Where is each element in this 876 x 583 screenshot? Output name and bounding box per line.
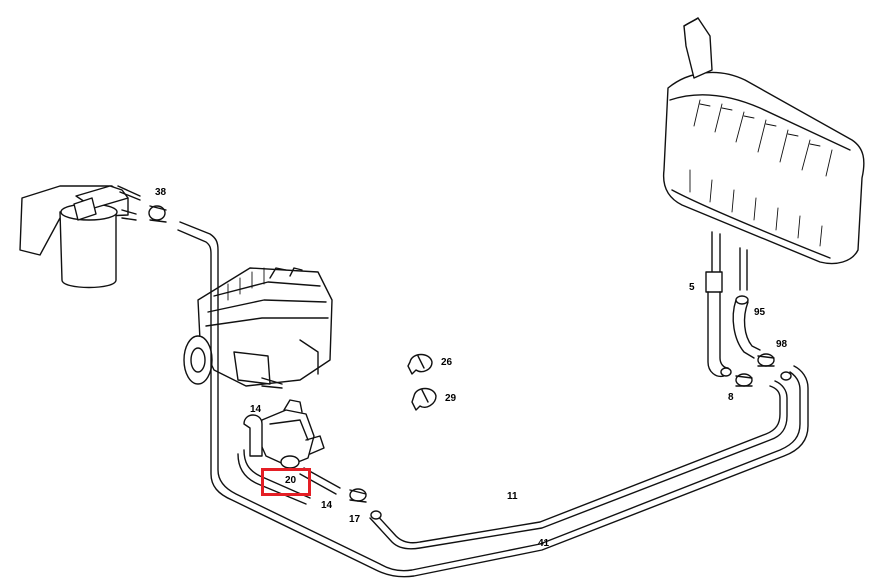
part-label-11: 11: [507, 491, 518, 502]
fuel-pump-fitting: [243, 399, 325, 469]
highlight-box-part-20: [261, 468, 311, 496]
part-label-98: 98: [776, 339, 788, 350]
clamp-38: [148, 205, 167, 223]
line-end-fitting: [780, 371, 792, 381]
fuel-line-41: [177, 221, 809, 578]
clamp-29: [411, 387, 437, 411]
hose-5: [705, 271, 732, 378]
hose-95: [732, 295, 761, 359]
part-label-29: 29: [445, 393, 457, 404]
injection-pump: [183, 267, 333, 389]
part-label-26: 26: [441, 357, 453, 368]
part-label-8: 8: [728, 392, 734, 403]
part-label-17: 17: [349, 514, 361, 525]
part-label-38: 38: [155, 187, 167, 198]
clamp-17: [349, 488, 367, 503]
fuel-filter: [19, 185, 141, 289]
clamp-8: [735, 373, 753, 387]
part-label-14-upper: 14: [250, 404, 262, 415]
fuel-line-11: [237, 380, 788, 550]
part-label-95: 95: [754, 307, 766, 318]
clamp-26: [407, 353, 433, 375]
part-label-20: 20: [285, 475, 297, 486]
part-label-41: 41: [538, 538, 550, 549]
fuel-tank: [662, 17, 865, 291]
clamp-98: [757, 353, 775, 367]
part-label-5: 5: [689, 282, 695, 293]
part-label-14-lower: 14: [321, 500, 333, 511]
